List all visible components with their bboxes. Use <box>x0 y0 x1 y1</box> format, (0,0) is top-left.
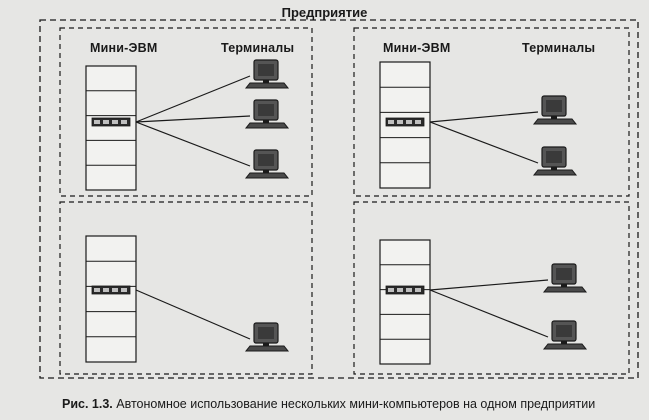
terminal <box>244 59 290 89</box>
terminal <box>542 320 588 350</box>
minicomputer <box>379 239 431 365</box>
figure-caption: Рис. 1.3. Автономное использование неско… <box>62 397 595 411</box>
terminal <box>542 263 588 293</box>
figure-number: Рис. 1.3. <box>62 397 113 411</box>
link-line <box>429 121 539 164</box>
terminals-label-top-left: Терминалы <box>221 41 295 55</box>
quadrant-box-bottom-left <box>59 201 313 375</box>
minicomputer <box>85 235 137 363</box>
minicomputer <box>379 61 431 189</box>
minicomputer <box>85 65 137 191</box>
terminal <box>244 322 290 352</box>
terminals-label-top-right: Терминалы <box>522 41 596 55</box>
enterprise-title: Предприятие <box>281 5 368 20</box>
enterprise-boundary <box>39 19 639 379</box>
link-line <box>135 289 251 340</box>
link-line <box>429 289 549 338</box>
link-line <box>135 121 251 167</box>
link-line <box>135 115 251 123</box>
link-line <box>429 279 549 291</box>
terminal <box>532 95 578 125</box>
minicomputer-label-top-right: Мини-ЭВМ <box>383 41 451 55</box>
figure-caption-text: Автономное использование нескольких мини… <box>112 397 596 411</box>
link-line <box>429 111 539 123</box>
quadrant-box-top-left <box>59 27 313 197</box>
link-line <box>135 75 251 123</box>
minicomputer-label-top-left: Мини-ЭВМ <box>90 41 158 55</box>
terminal <box>532 146 578 176</box>
quadrant-box-bottom-right <box>353 201 630 375</box>
terminal <box>244 149 290 179</box>
quadrant-box-top-right <box>353 27 630 197</box>
terminal <box>244 99 290 129</box>
